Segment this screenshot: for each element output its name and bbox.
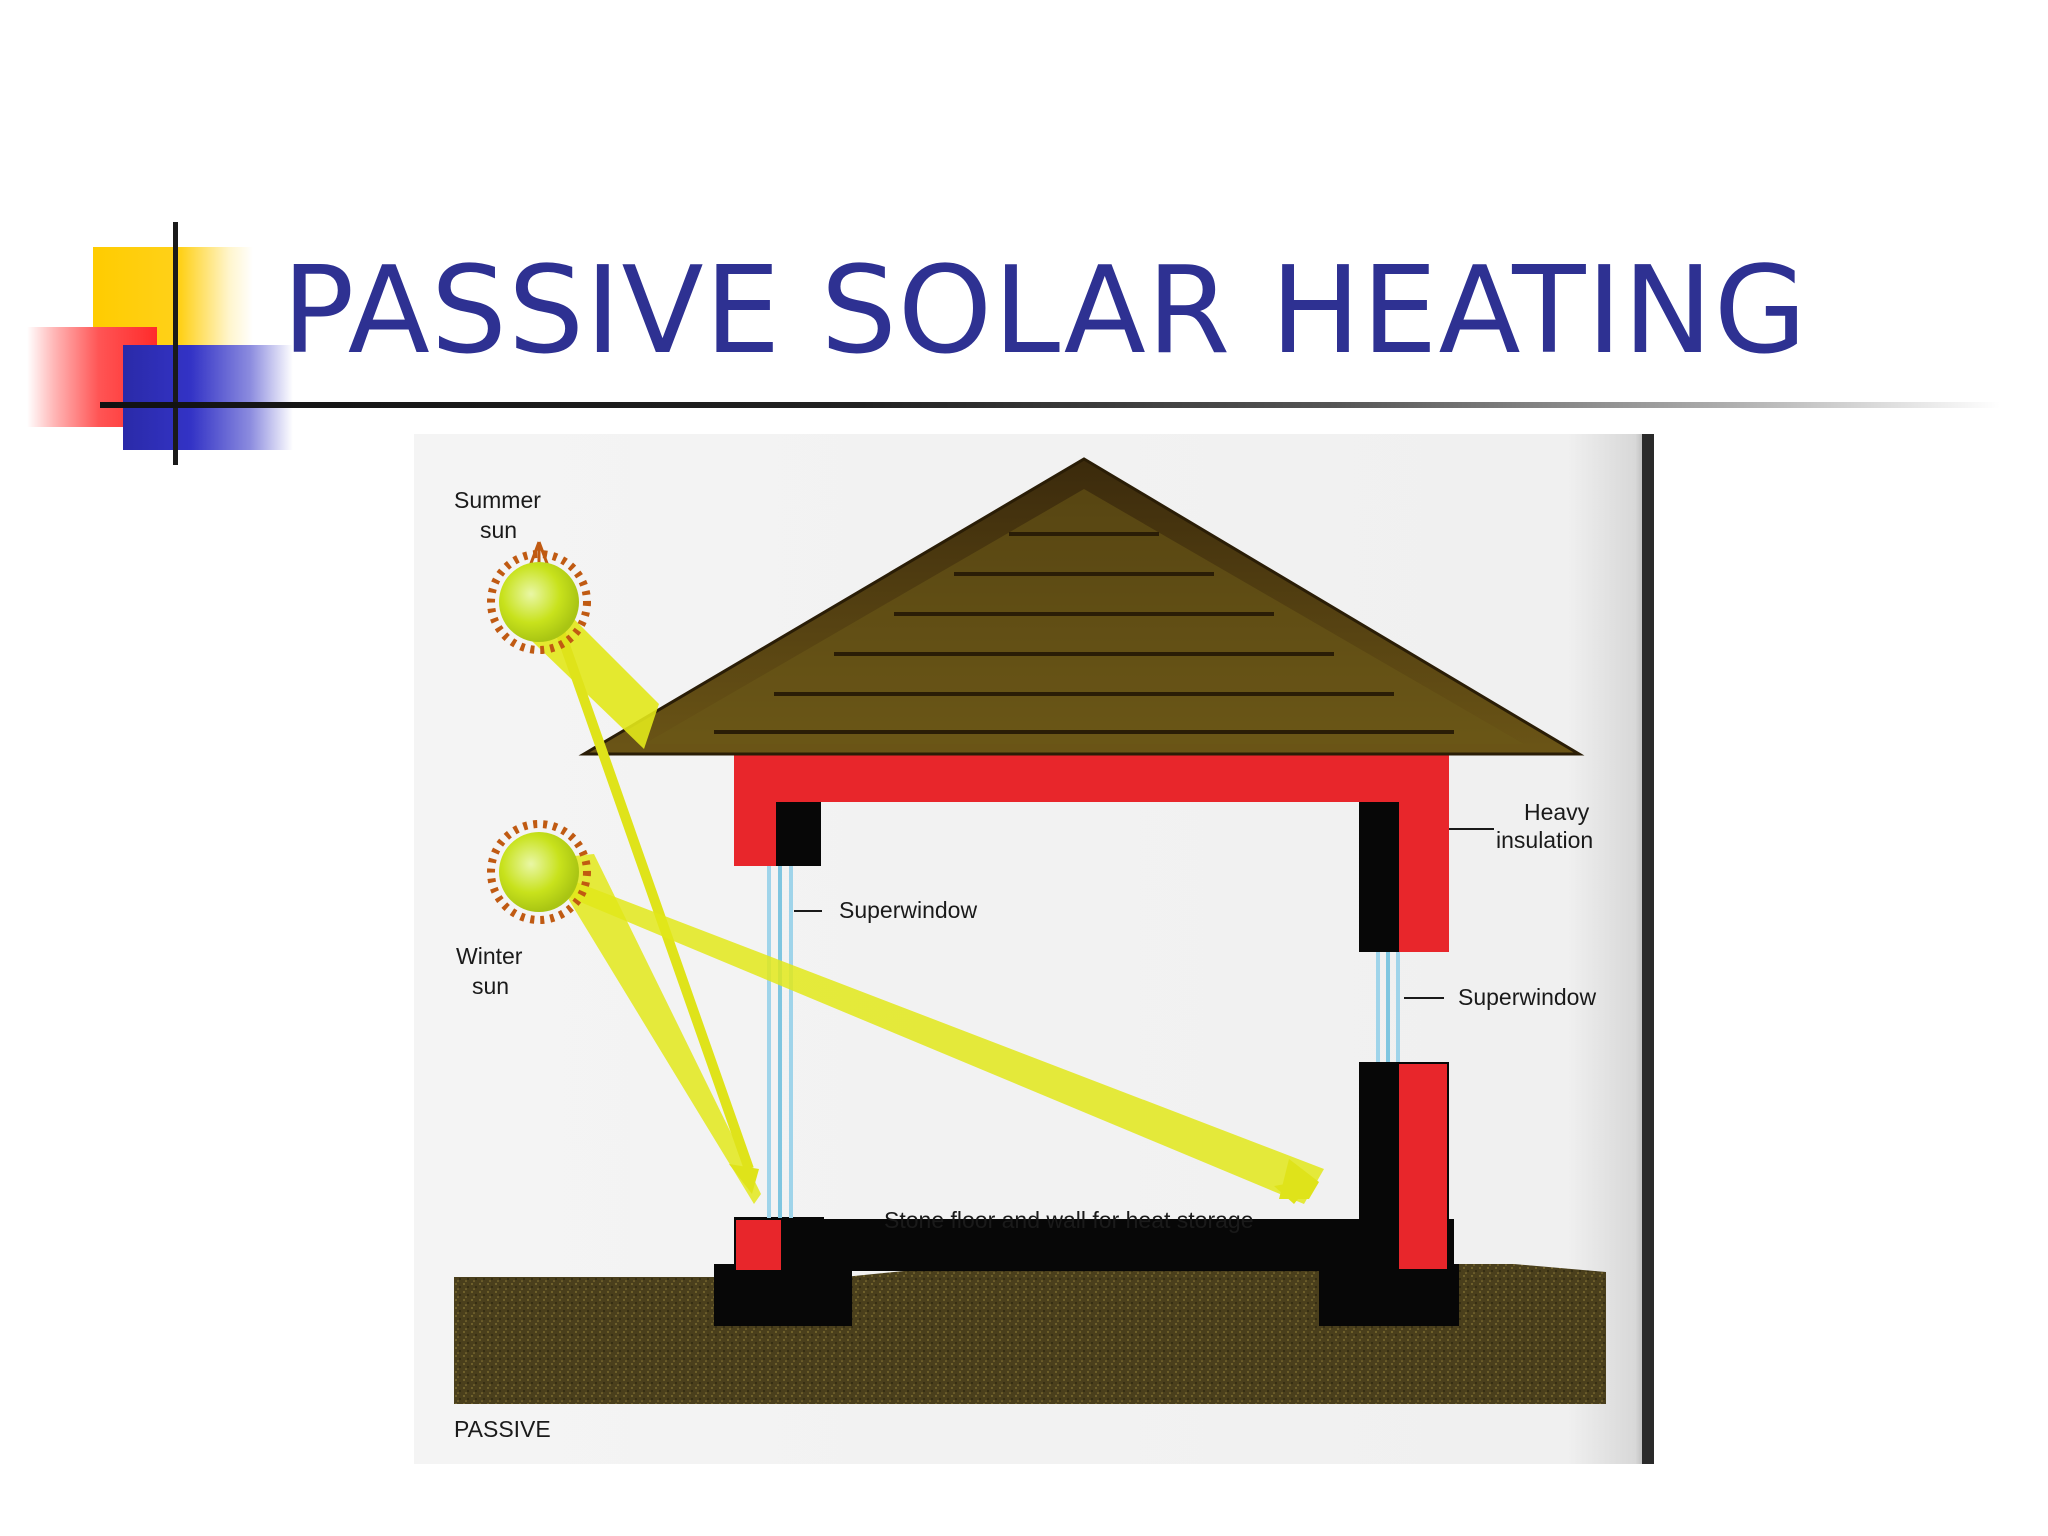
passive-solar-diagram: Summer sun Winter sun Superwindow Heavy …: [414, 434, 1654, 1464]
slide-title: PASSIVE SOLAR HEATING: [282, 242, 1808, 381]
right-superwindow: [1376, 952, 1400, 1062]
title-underline: [100, 402, 2000, 408]
stone-floor: [734, 1219, 1454, 1271]
summer-ray: [544, 854, 761, 1204]
left-wall-lower-insulation: [736, 1220, 781, 1270]
right-wall-lower-insulation: [1399, 1064, 1447, 1269]
right-footing: [1319, 1264, 1459, 1326]
superwindow-right-label: Superwindow: [1458, 984, 1596, 1010]
summer-ray-shaft: [549, 612, 754, 1171]
left-superwindow: [767, 866, 793, 1218]
winter-sun-icon: [487, 820, 591, 924]
decor-blue-square: [123, 345, 293, 450]
left-footing: [714, 1264, 852, 1326]
heavy-insulation-label-line2: insulation: [1496, 827, 1593, 853]
roof-inner: [644, 489, 1524, 744]
heavy-insulation-label-line1: Heavy: [1524, 799, 1590, 825]
left-wall-upper-dark: [776, 802, 821, 866]
decor-vertical-line: [173, 222, 178, 465]
summer-sun-label-line1: Summer: [454, 487, 541, 513]
label-leaders: [794, 828, 1494, 999]
roof-slats: [714, 532, 1454, 734]
summer-sun-icon: [487, 541, 591, 654]
right-wall-upper-dark: [1359, 802, 1399, 952]
superwindow-left-label: Superwindow: [839, 897, 977, 923]
winter-sun-label-line1: Winter: [456, 943, 523, 969]
page-edge-shadow: [1642, 434, 1654, 1464]
figure-caption: PASSIVE: [454, 1416, 551, 1442]
summer-sun-label-line2: sun: [480, 517, 517, 543]
summer-ray-arrowhead: [729, 1164, 759, 1194]
winter-sun-label-line2: sun: [472, 973, 509, 999]
winter-sunbeam: [529, 864, 1324, 1204]
stone-floor-label: Stone floor and wall for heat storage: [884, 1207, 1254, 1233]
